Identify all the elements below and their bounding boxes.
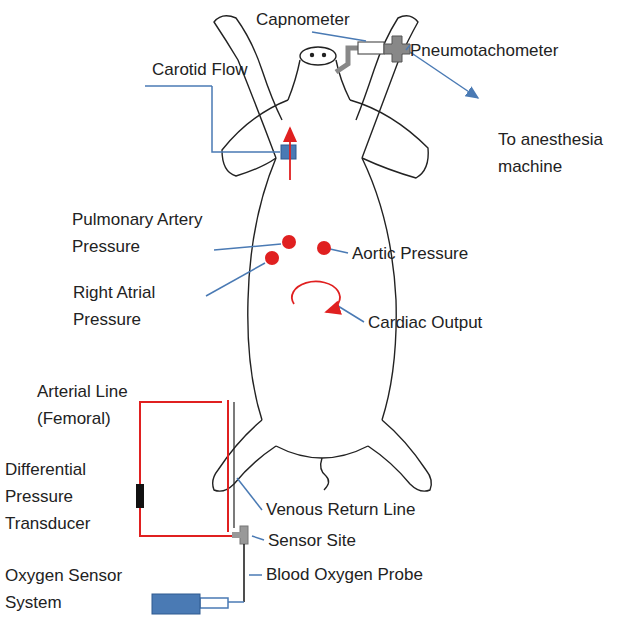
- capnometer-symbol: [358, 42, 384, 54]
- callout-label: Right Atrial Pressure: [73, 279, 183, 333]
- cardiac-output-arrow: [292, 281, 340, 312]
- label-holder: Oxygen Sensor System: [5, 562, 130, 616]
- pressure-site: [265, 251, 279, 265]
- pressure-transducer: [136, 484, 144, 508]
- label-holder: Aortic Pressure: [352, 240, 502, 267]
- label-holder: Carotid Flow: [152, 56, 282, 83]
- flow-arrow: [289, 128, 291, 180]
- callout-label: Venous Return Line: [266, 496, 456, 523]
- venous-line: [233, 402, 234, 528]
- callout-label: Differential Pressure Transducer: [5, 456, 105, 537]
- airway-tube: [336, 48, 358, 72]
- callout-label: Capnometer: [256, 6, 376, 33]
- callout-label: To anesthesia machine: [498, 126, 633, 180]
- callout-label: Arterial Line (Femoral): [37, 378, 149, 432]
- pressure-site: [317, 241, 331, 255]
- probe-cable: [228, 601, 244, 603]
- callout-label: Pulmonary Artery Pressure: [72, 206, 203, 260]
- oxygen-sensor-box: [152, 594, 200, 614]
- callout-label: Pneumotachometer: [410, 37, 570, 64]
- arterial-line: [227, 400, 229, 532]
- callout-label: Sensor Site: [268, 527, 388, 554]
- callout-label: Carotid Flow: [152, 56, 282, 83]
- callout-label: Oxygen Sensor System: [5, 562, 130, 616]
- sensor-site: [232, 532, 242, 538]
- label-holder: Arterial Line (Femoral): [37, 378, 149, 432]
- flow-probe: [281, 145, 296, 159]
- leader-lines: [145, 32, 478, 575]
- label-holder: Differential Pressure Transducer: [5, 456, 105, 537]
- label-holder: Blood Oxygen Probe: [266, 561, 456, 588]
- label-holder: Capnometer: [256, 6, 376, 33]
- oxygen-probe: [243, 544, 245, 602]
- callout-label: Blood Oxygen Probe: [266, 561, 456, 588]
- label-holder: Sensor Site: [268, 527, 388, 554]
- label-holder: To anesthesia machine: [498, 126, 633, 180]
- callout-label: Aortic Pressure: [352, 240, 502, 267]
- pressure-site: [282, 235, 296, 249]
- callout-label: Cardiac Output: [368, 309, 518, 336]
- label-holder: Pneumotachometer: [410, 37, 570, 64]
- pneumotachometer-symbol: [384, 36, 410, 62]
- label-holder: Right Atrial Pressure: [73, 279, 183, 333]
- label-holder: Venous Return Line: [266, 496, 456, 523]
- sensor-connector: [200, 598, 228, 608]
- label-holder: Pulmonary Artery Pressure: [72, 206, 203, 260]
- label-holder: Cardiac Output: [368, 309, 518, 336]
